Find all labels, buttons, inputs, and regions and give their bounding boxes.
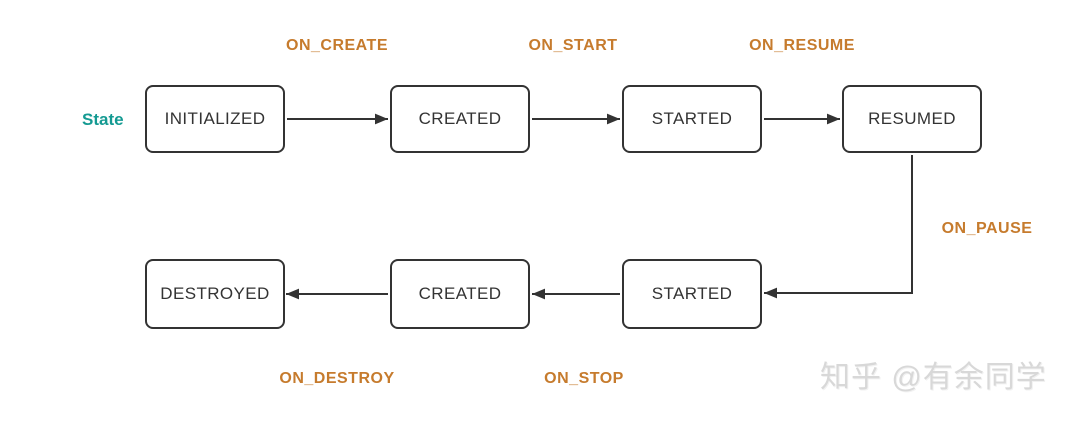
event-label-on-resume: ON_RESUME [749,37,855,54]
state-node-resumed: RESUMED [842,85,982,153]
state-node-created-bottom: CREATED [390,259,530,329]
event-label-on-start: ON_START [528,37,618,54]
state-node-initialized: INITIALIZED [145,85,285,153]
state-node-destroyed: DESTROYED [145,259,285,329]
state-node-label: CREATED [418,284,502,303]
state-node-created-top: CREATED [390,85,530,153]
state-node-label: STARTED [651,109,733,128]
state-node-label: INITIALIZED [164,109,266,128]
zhihu-watermark: 知乎 @有余同学 [820,361,1047,394]
state-node-label: STARTED [651,284,733,303]
event-label-on-create: ON_CREATE [286,37,388,54]
state-node-started-top: STARTED [622,85,762,153]
state-node-label: DESTROYED [160,284,270,303]
event-label-on-stop: ON_STOP [544,370,624,387]
state-node-label: CREATED [418,109,502,128]
event-label-on-pause: ON_PAUSE [941,220,1033,237]
state-row-label: State [82,110,124,129]
event-label-on-destroy: ON_DESTROY [279,370,395,387]
state-node-label: RESUMED [868,109,956,128]
state-node-started-bottom: STARTED [622,259,762,329]
arrow-on-pause [764,155,913,299]
